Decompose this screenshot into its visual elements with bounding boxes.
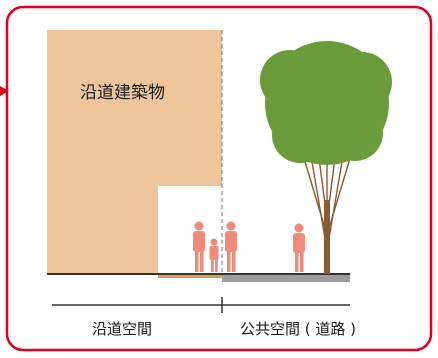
- building-label: 沿道建築物: [80, 83, 165, 103]
- roadside-space-label: 沿道空間: [92, 320, 153, 338]
- road-surface: [222, 274, 350, 282]
- pedestrian-adult-1: [193, 221, 205, 272]
- building-underline: [158, 274, 222, 278]
- pedestrian-adult-3: [293, 223, 305, 272]
- frame-border: [5, 5, 433, 352]
- pedestrian-adult-2: [225, 221, 237, 272]
- tree-trunk-base: [324, 200, 330, 274]
- building-block: [47, 30, 222, 274]
- callout-arrow-icon: [0, 86, 9, 96]
- pedestrian-child: [209, 238, 219, 272]
- public-space-label: 公共空間 ( 道路 ): [240, 320, 357, 338]
- tree-canopy: [260, 41, 392, 165]
